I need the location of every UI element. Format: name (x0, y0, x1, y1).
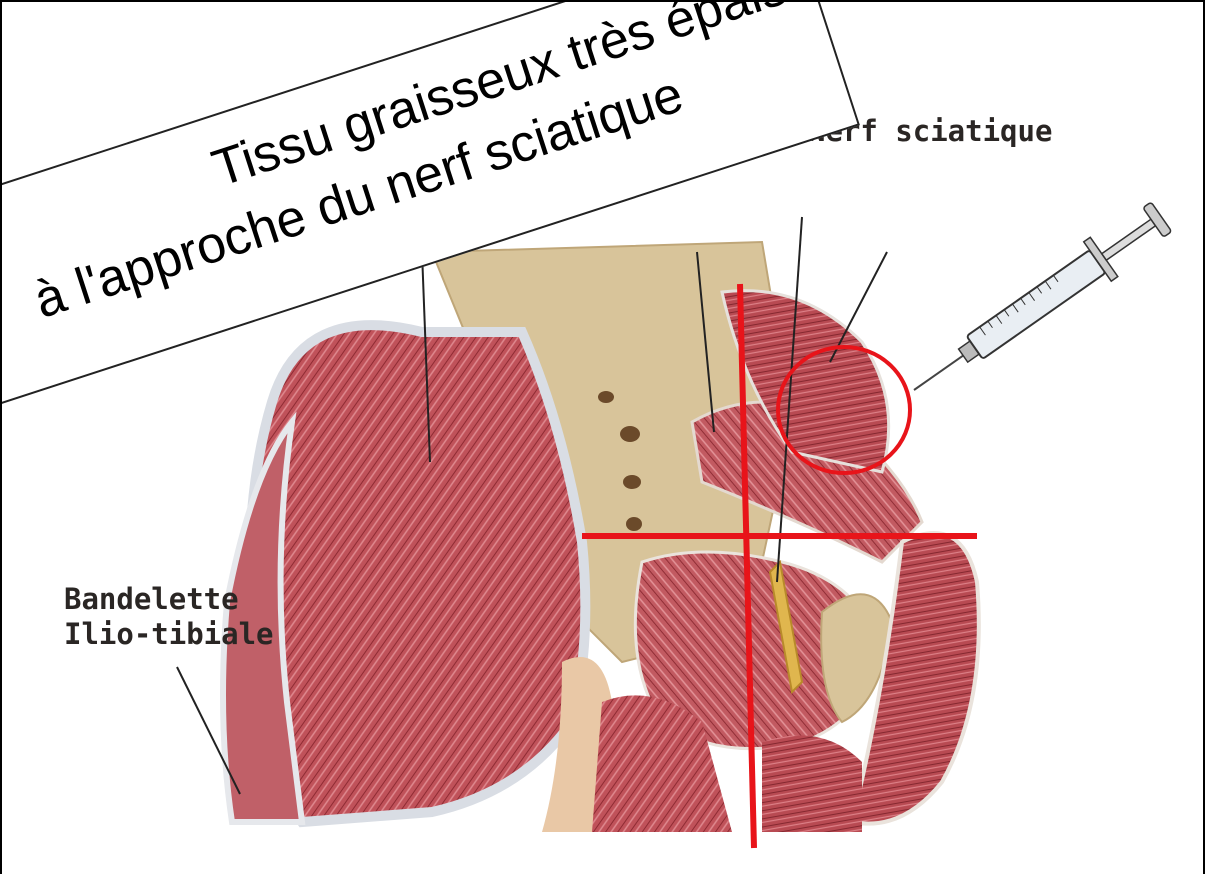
sacral-foramen (626, 517, 642, 531)
sacral-foramen (598, 391, 614, 403)
label-bandelette-line1: Bandelette (64, 582, 274, 617)
sacral-foramen (623, 475, 641, 489)
label-nerf-sciatique: Nerf sciatique (808, 114, 1052, 149)
sacral-foramen (620, 426, 640, 442)
hamstrings (762, 735, 862, 832)
left-gluteus-maximus (250, 325, 586, 822)
label-grand-fessier: Grand fessier (234, 114, 461, 149)
label-bandelette-line2: Ilio-tibiale (64, 617, 274, 652)
syringe-icon (900, 197, 1175, 410)
label-bandelette-ilio-tibiale: Bandelette Ilio-tibiale (64, 582, 274, 652)
